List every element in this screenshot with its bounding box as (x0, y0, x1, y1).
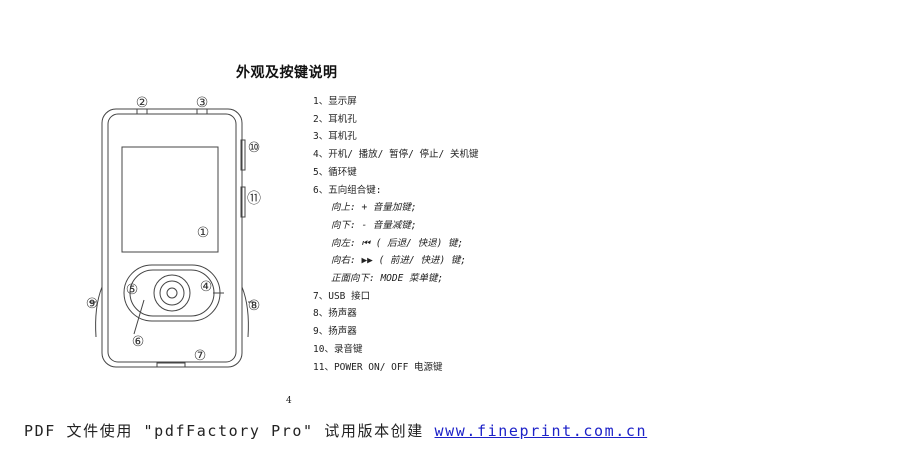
callout-7: ⑦ (194, 348, 207, 364)
callout-5: ⑤ (126, 282, 139, 298)
callout-9: ⑨ (86, 296, 99, 312)
page-title: 外观及按键说明 (236, 65, 338, 81)
right-speaker-shape (241, 286, 249, 338)
list-item: 3、耳机孔 (313, 131, 357, 143)
list-item: 8、扬声器 (313, 308, 357, 320)
callout-3: ③ (196, 95, 209, 111)
list-item: 6、五向组合键: (313, 184, 382, 196)
record-button-shape (240, 139, 246, 171)
five-way-key-shape (153, 274, 191, 312)
callout-8: ⑧ (248, 298, 261, 314)
device-diagram: ② ③ ⑩ ⑪ ① ⑤ ④ ⑨ ⑧ ⑥ ⑦ (86, 95, 261, 368)
list-subitem: 向上: + 音量加键; (331, 202, 417, 214)
list-item: 10、录音键 (313, 343, 363, 355)
list-item: 9、扬声器 (313, 326, 357, 338)
footer: PDF 文件使用 "pdfFactory Pro" 试用版本创建 www.fin… (24, 420, 647, 441)
callout-4: ④ (200, 279, 213, 295)
list-subitem: 正面向下: MODE 菜单键; (331, 273, 444, 285)
key-description-list: 1、显示屏 2、耳机孔 3、耳机孔 4、开机/ 播放/ 暂停/ 停止/ 关机键 … (313, 93, 478, 376)
list-item: 11、POWER ON/ OFF 电源键 (313, 361, 443, 373)
list-subitem: 向下: - 音量减键; (331, 219, 417, 231)
left-speaker-shape (95, 286, 103, 338)
list-subitem: 向左: ⏮ ( 后退/ 快退) 键; (331, 237, 464, 249)
screen-frame (121, 146, 219, 253)
page-number: 4 (286, 396, 292, 406)
footer-link[interactable]: www.fineprint.com.cn (434, 422, 648, 440)
list-item: 4、开机/ 播放/ 暂停/ 停止/ 关机键 (313, 149, 479, 161)
list-item: 7、USB 接口 (313, 290, 371, 302)
callout-6: ⑥ (132, 334, 145, 350)
footer-text: PDF 文件使用 "pdfFactory Pro" 试用版本创建 (24, 422, 435, 440)
list-item: 1、显示屏 (313, 96, 357, 107)
callout-10: ⑩ (248, 140, 261, 156)
callout-11: ⑪ (247, 191, 261, 207)
list-subitem: 向右: ▶▶ ( 前进/ 快进) 键; (331, 255, 467, 267)
device-body-outline (101, 108, 243, 368)
device-inner-outline (107, 113, 237, 363)
list-item: 2、耳机孔 (313, 113, 357, 125)
callout-2: ② (136, 95, 149, 111)
callout-1: ① (197, 225, 210, 241)
usb-port-shape (156, 362, 186, 368)
list-item: 5、循环键 (313, 166, 357, 178)
power-button-shape (240, 186, 246, 218)
